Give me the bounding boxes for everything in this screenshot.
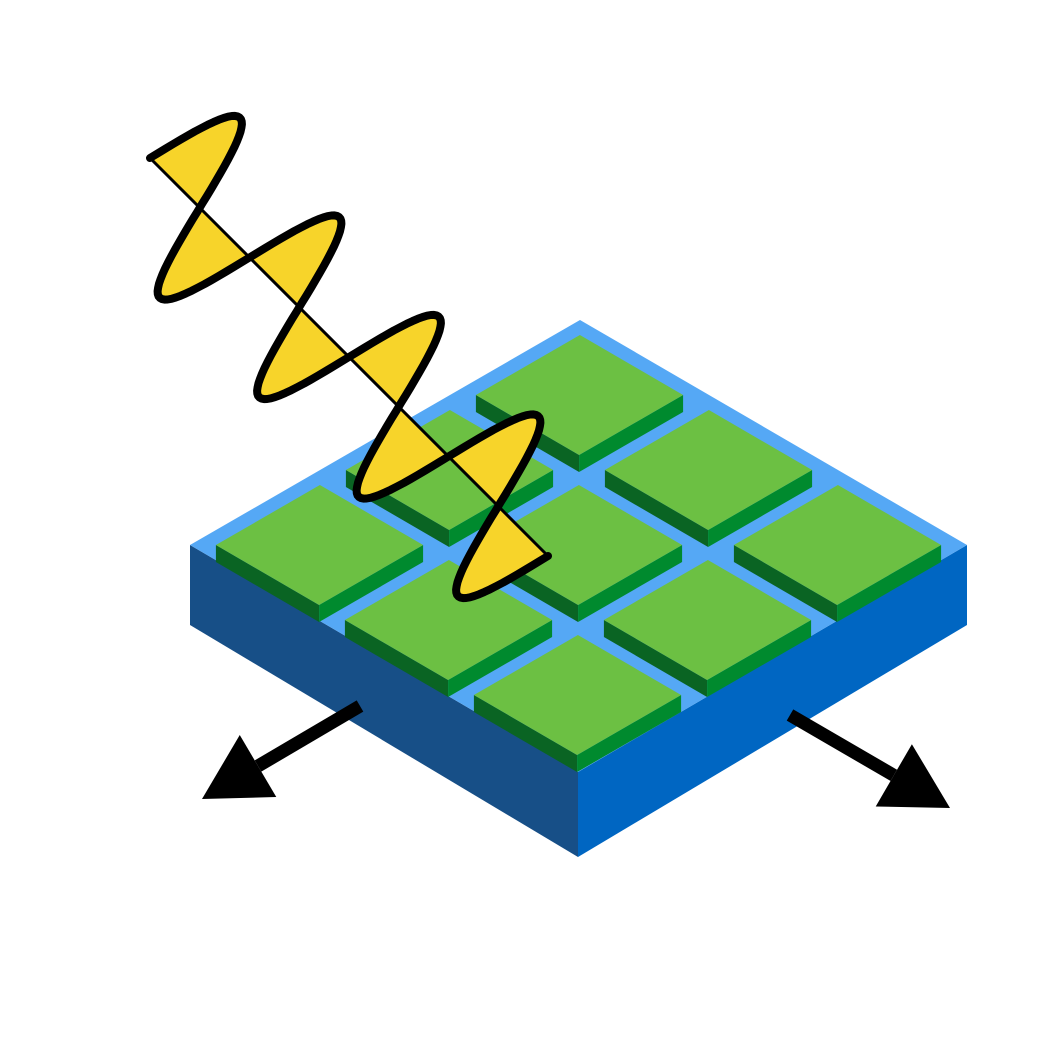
tile-left-face bbox=[603, 620, 708, 697]
arrow-head bbox=[202, 735, 277, 799]
resonator-tile bbox=[733, 485, 942, 622]
output-arrows bbox=[202, 700, 950, 808]
tile-left-face bbox=[604, 470, 709, 547]
resonator-tile bbox=[604, 410, 813, 547]
substrate-left-face bbox=[190, 545, 578, 857]
arrow-shaft bbox=[786, 709, 898, 781]
arrow-head bbox=[875, 744, 950, 808]
tile-right-face bbox=[707, 620, 812, 697]
resonator-tile bbox=[473, 635, 682, 772]
tile-top-face bbox=[215, 485, 424, 605]
tile-right-face bbox=[319, 545, 424, 622]
resonator-array bbox=[215, 335, 942, 772]
tile-top-face bbox=[473, 635, 682, 755]
arrow-shaft bbox=[254, 700, 364, 772]
tile-right-face bbox=[578, 545, 683, 622]
tile-right-face bbox=[708, 470, 813, 547]
tile-right-face bbox=[448, 620, 553, 697]
incident-wave bbox=[146, 111, 552, 603]
tile-left-face bbox=[473, 695, 578, 772]
tile-top-face bbox=[733, 485, 942, 605]
tile-left-face bbox=[344, 620, 449, 697]
tile-top-face bbox=[344, 560, 553, 680]
tile-left-face bbox=[733, 545, 838, 622]
resonator-tile bbox=[603, 560, 812, 697]
arrow-down-right-icon bbox=[786, 709, 950, 808]
tile-right-face bbox=[579, 395, 684, 472]
resonator-tile bbox=[215, 485, 424, 622]
tile-right-face bbox=[837, 545, 942, 622]
arrow-down-left-icon bbox=[202, 700, 364, 799]
resonator-tile bbox=[344, 560, 553, 697]
tile-right-face bbox=[577, 695, 682, 772]
tile-top-face bbox=[604, 410, 813, 530]
substrate-right-face bbox=[578, 545, 967, 857]
tile-top-face bbox=[474, 485, 683, 605]
electromagnetic-wave-icon bbox=[146, 111, 552, 603]
tile-left-face bbox=[215, 545, 320, 622]
tile-top-face bbox=[603, 560, 812, 680]
